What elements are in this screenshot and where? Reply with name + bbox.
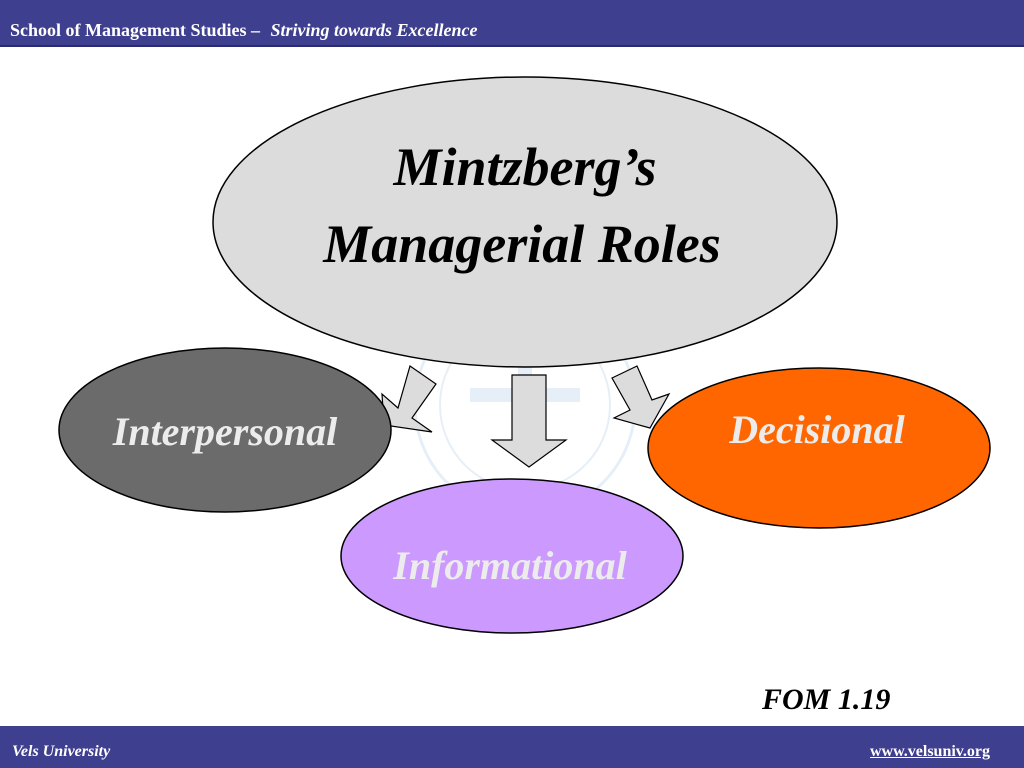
footer-university: Vels University [12, 743, 111, 760]
informational-ellipse [340, 478, 684, 634]
arrow-to-interpersonal [381, 365, 437, 433]
decisional-ellipse [647, 367, 991, 529]
header-tagline: Striving towards Excellence [270, 20, 478, 40]
center-ellipse [212, 76, 838, 368]
arrow-to-decisional [611, 365, 671, 429]
header-bar: School of Management Studies – Striving … [0, 0, 1024, 47]
interpersonal-label: Interpersonal [112, 409, 338, 454]
slide-number: FOM 1.19 [762, 683, 891, 716]
arrow-to-informational [490, 374, 568, 468]
decisional-label: Decisional [728, 407, 905, 452]
footer-bar [0, 726, 1024, 768]
footer-website-link[interactable]: www.velsuniv.org [869, 743, 990, 760]
header-title: School of Management Studies – Striving … [10, 20, 478, 41]
center-title-line2: Managerial Roles [322, 214, 721, 274]
interpersonal-ellipse [58, 347, 392, 513]
center-title-line1: Mintzberg’s [392, 137, 656, 197]
header-institution: School of Management Studies – [10, 20, 261, 40]
informational-label: Informational [392, 543, 627, 588]
